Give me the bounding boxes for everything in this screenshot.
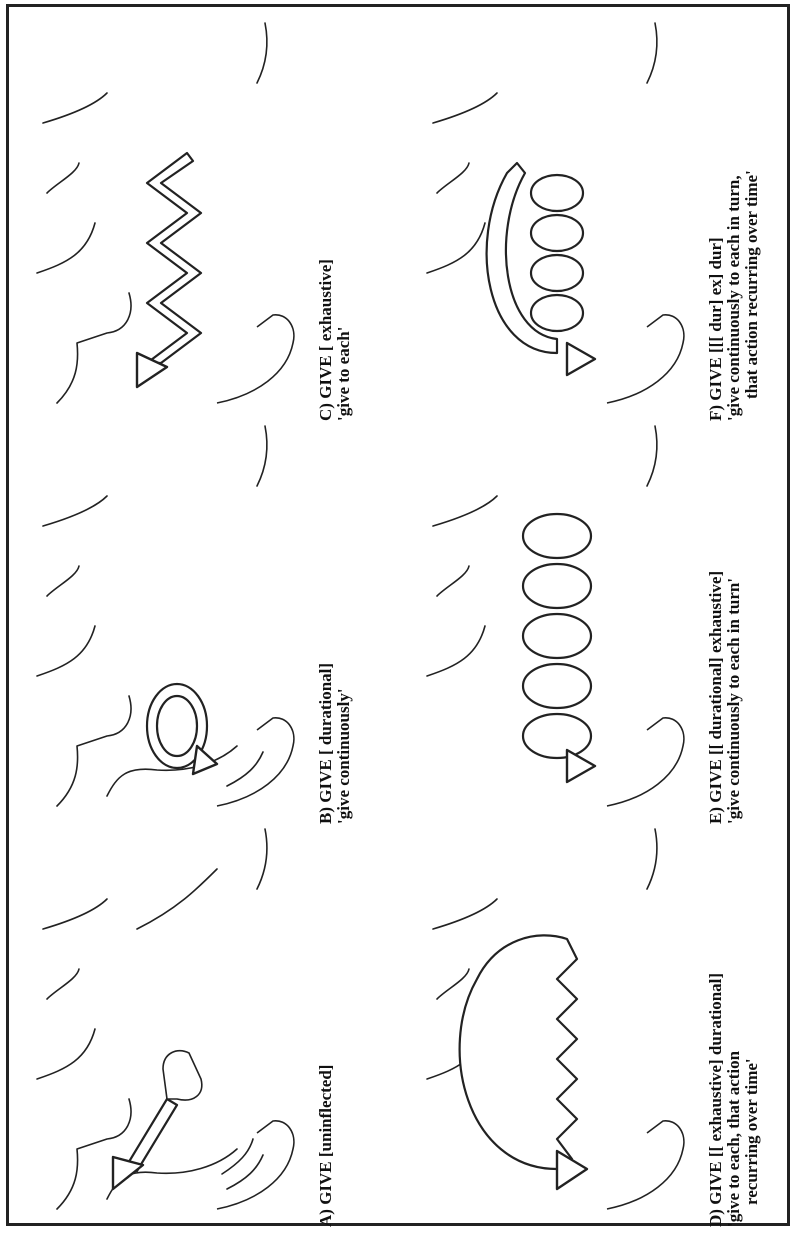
signer-illustration-a	[17, 826, 317, 1229]
panel-e: E) GIVE [[ durational] exhaustive] 'give…	[407, 423, 797, 826]
hand-shape	[163, 1051, 202, 1100]
straight-arrow-icon	[113, 1099, 177, 1189]
circular-loop-arrow-icon	[147, 684, 217, 774]
panel-a: A) GIVE [uninflected]	[17, 826, 407, 1229]
caption-d: D) GIVE [[ exhaustive] durational] 'give…	[707, 827, 761, 1227]
caption-f: F) GIVE [[[ dur] ex] dur] 'give continuo…	[707, 21, 761, 421]
panel-c: C) GIVE [ exhaustive] 'give to each'	[17, 20, 407, 423]
looped-coil-arrow-icon	[487, 163, 595, 375]
panel-d: D) GIVE [[ exhaustive] durational] 'give…	[407, 826, 797, 1229]
figure-frame: A) GIVE [uninflected]	[6, 4, 790, 1226]
zigzag-arrow-icon	[137, 153, 201, 387]
caption-b: B) GIVE [ durational] 'give continuously…	[317, 424, 353, 824]
arc-with-bumps-arrow-icon	[460, 935, 587, 1189]
caption-a: A) GIVE [uninflected]	[317, 827, 335, 1227]
panel-f: F) GIVE [[[ dur] ex] dur] 'give continuo…	[407, 20, 797, 423]
caption-title: B) GIVE [ durational]	[316, 663, 335, 824]
caption-title: C) GIVE [ exhaustive]	[316, 259, 335, 421]
coil-spiral-arrow-icon	[523, 514, 595, 782]
caption-gloss: 'give continuously to each in turn,	[725, 21, 743, 421]
caption-title: A) GIVE [uninflected]	[316, 1065, 335, 1227]
caption-gloss-line2: recurring over time'	[743, 827, 761, 1227]
caption-c: C) GIVE [ exhaustive] 'give to each'	[317, 21, 353, 421]
signer-illustration-e	[407, 423, 707, 826]
signer-illustration-c	[17, 20, 317, 423]
caption-gloss: 'give continuously to each in turn'	[725, 424, 743, 824]
figure-stage: A) GIVE [uninflected]	[17, 19, 797, 1229]
caption-gloss-line2: that action recurring over time'	[743, 21, 761, 421]
caption-gloss: 'give to each'	[335, 21, 353, 421]
signer-illustration-d	[407, 826, 707, 1229]
caption-gloss: 'give continuously'	[335, 424, 353, 824]
signer-illustration-f	[407, 20, 707, 423]
caption-title: E) GIVE [[ durational] exhaustive]	[706, 571, 725, 824]
caption-gloss: 'give to each, that action	[725, 827, 743, 1227]
signer-figure	[37, 829, 294, 1209]
signer-figure	[37, 23, 294, 403]
panel-b: B) GIVE [ durational] 'give continuously…	[17, 423, 407, 826]
caption-title: D) GIVE [[ exhaustive] durational]	[706, 973, 725, 1227]
caption-title: F) GIVE [[[ dur] ex] dur]	[706, 237, 725, 421]
caption-e: E) GIVE [[ durational] exhaustive] 'give…	[707, 424, 743, 824]
signer-illustration-b	[17, 423, 317, 826]
